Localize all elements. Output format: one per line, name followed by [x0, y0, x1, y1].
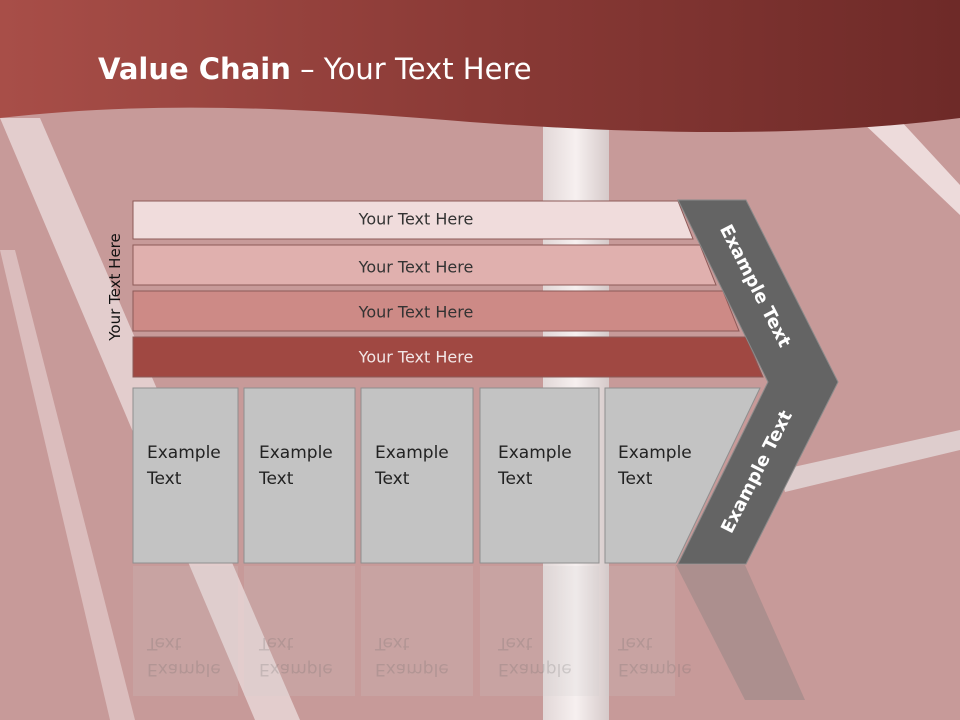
chain-bar-2 — [132, 244, 717, 286]
lane-line — [860, 120, 960, 215]
lane-line — [0, 250, 135, 720]
reflection — [133, 566, 675, 696]
box-label-reflection: Example Text — [259, 633, 333, 679]
chevron-arrow — [677, 199, 839, 565]
bar-label-2: Your Text Here — [358, 257, 474, 277]
box-label-1: Example Text — [147, 443, 221, 489]
bar-label-1: Your Text Here — [358, 209, 474, 229]
activity-box-1 — [132, 387, 239, 564]
box-label-reflection: Example Text — [498, 633, 572, 679]
box-label-reflection: Example Text — [147, 633, 221, 679]
box-label-reflection: Example Text — [375, 633, 449, 679]
activity-box-4 — [479, 387, 600, 564]
header-banner — [0, 0, 960, 133]
hurdle-bar — [780, 430, 960, 492]
title-bold: Value Chain — [98, 52, 291, 86]
chain-bar-3 — [132, 290, 740, 332]
box-label-4: Example Text — [498, 443, 572, 489]
page-title: Value Chain – Your Text Here — [98, 52, 532, 86]
box-label-reflection: Example Text — [618, 633, 692, 679]
arrow-reflection — [676, 565, 805, 700]
chain-bar-1 — [132, 200, 694, 240]
box-label-2: Example Text — [259, 443, 333, 489]
activity-box-5 — [604, 387, 761, 564]
bar-label-3: Your Text Here — [358, 302, 474, 322]
box-label-5: Example Text — [618, 443, 692, 489]
bar-label-4: Your Text Here — [358, 347, 474, 367]
activity-box-3 — [360, 387, 474, 564]
activity-box-2 — [243, 387, 356, 564]
title-rest: – Your Text Here — [290, 52, 532, 86]
chain-bar-4 — [132, 336, 764, 378]
box-label-3: Example Text — [375, 443, 449, 489]
